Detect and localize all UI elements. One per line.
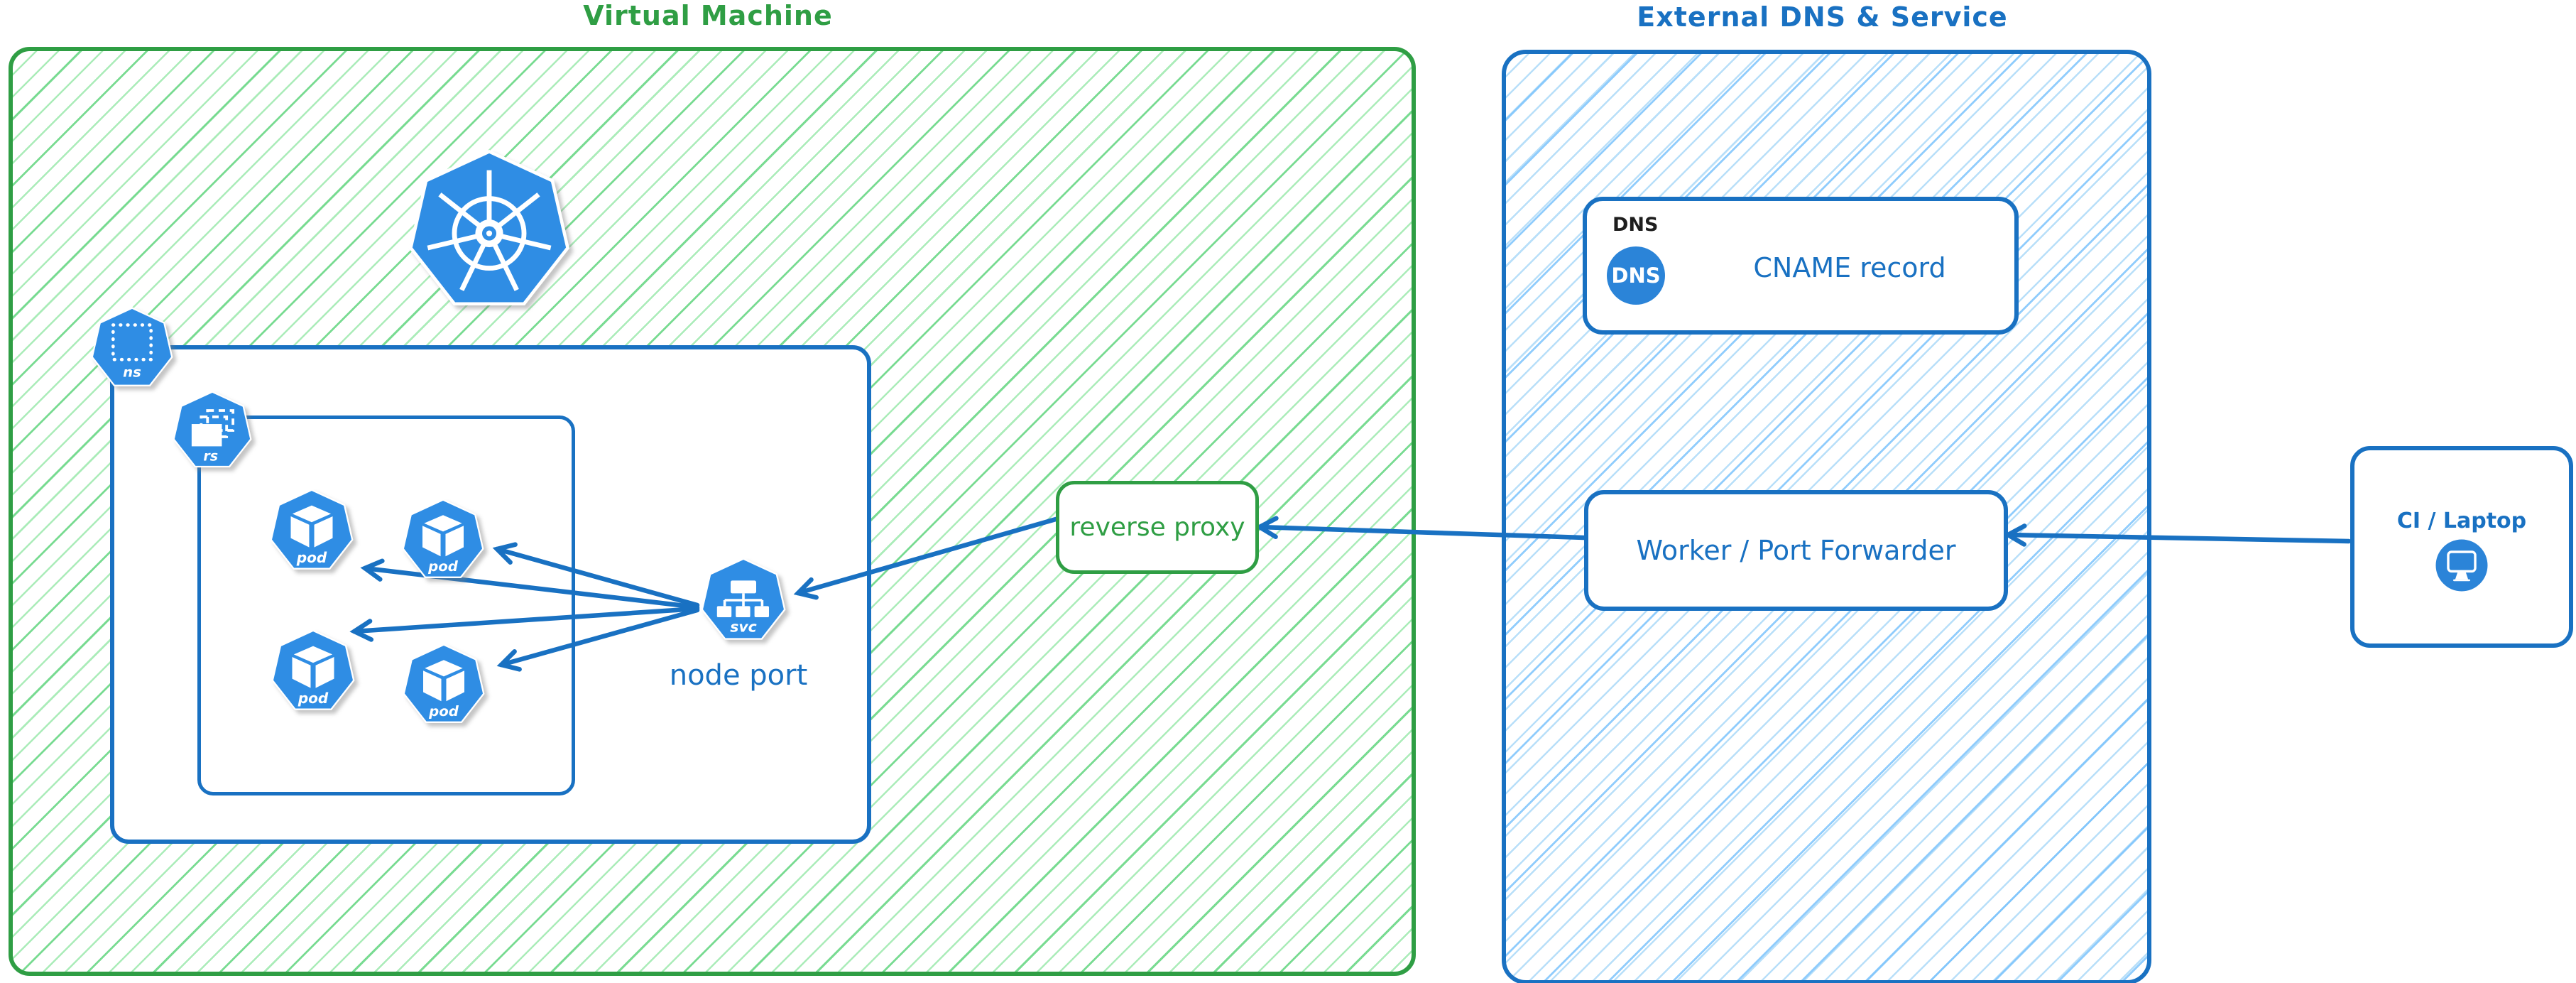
pod-2-icon: pod bbox=[402, 499, 484, 581]
worker-port-forwarder-box: Worker / Port Forwarder bbox=[1584, 490, 2008, 611]
reverse-proxy-box: reverse proxy bbox=[1056, 481, 1259, 574]
dns-badge-icon: DNS bbox=[1607, 246, 1665, 305]
node-port-caption: node port bbox=[669, 659, 808, 692]
dns-tag-label: DNS bbox=[1612, 214, 1659, 236]
pod-4-icon: pod bbox=[403, 643, 485, 726]
pod-abbr: pod bbox=[298, 690, 329, 707]
replicaset-icon: rs bbox=[173, 391, 252, 470]
service-abbr: svc bbox=[730, 618, 757, 635]
service-icon: svc bbox=[701, 558, 786, 643]
monitor-icon bbox=[2435, 538, 2489, 595]
namespace-abbr: ns bbox=[123, 364, 141, 381]
replicaset-box bbox=[197, 416, 575, 795]
replicaset-abbr: rs bbox=[203, 449, 218, 465]
reverse-proxy-label: reverse proxy bbox=[1069, 513, 1245, 542]
pod-abbr: pod bbox=[296, 549, 327, 566]
pod-1-icon: pod bbox=[270, 489, 354, 572]
ci-laptop-box: CI / Laptop bbox=[2350, 446, 2573, 648]
ci-laptop-label: CI / Laptop bbox=[2396, 509, 2527, 533]
pod-abbr: pod bbox=[427, 558, 459, 575]
pod-3-icon: pod bbox=[271, 629, 355, 713]
virtual-machine-title: Virtual Machine bbox=[583, 0, 833, 31]
pod-abbr: pod bbox=[428, 703, 459, 719]
worker-port-forwarder-label: Worker / Port Forwarder bbox=[1636, 535, 1956, 566]
namespace-icon: ns bbox=[91, 307, 173, 389]
dns-box: DNS DNS CNAME record bbox=[1583, 197, 2019, 335]
dns-badge-label: DNS bbox=[1611, 264, 1661, 288]
kubernetes-logo-icon bbox=[408, 149, 570, 311]
cname-record-label: CNAME record bbox=[1753, 252, 1946, 283]
external-dns-service-title: External DNS & Service bbox=[1637, 1, 2008, 33]
